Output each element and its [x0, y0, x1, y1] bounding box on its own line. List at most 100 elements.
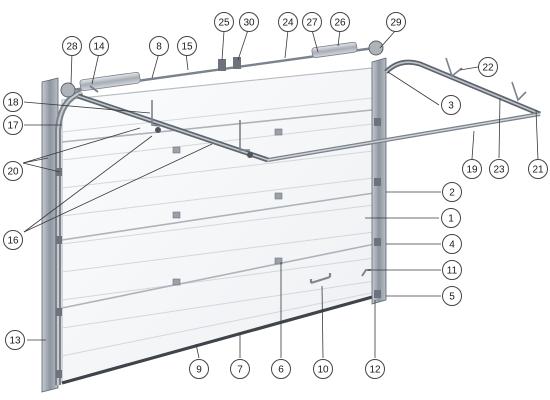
- callout-circle: [149, 36, 169, 56]
- callout-number: 5: [449, 292, 455, 303]
- callout-number: 20: [7, 167, 19, 178]
- callout-number: 7: [237, 365, 243, 376]
- callout-number: 11: [447, 266, 458, 277]
- callout-circle: [3, 92, 23, 112]
- callout-number: 10: [317, 365, 329, 376]
- callout-circle: [442, 182, 462, 202]
- callout-circle: [442, 286, 462, 306]
- callout-number: 3: [448, 101, 454, 112]
- track-hangers: [151, 57, 527, 151]
- callout-circle: [478, 57, 498, 77]
- callout-circle: [89, 36, 109, 56]
- callout-number: 14: [93, 42, 105, 53]
- cable-drum-right: [368, 40, 384, 56]
- callout-number: 29: [390, 18, 402, 29]
- callout-number: 13: [9, 336, 21, 347]
- callout-circle: [330, 12, 350, 32]
- callout-number: 22: [482, 63, 494, 74]
- callout-circle: [177, 36, 197, 56]
- callout-9: 9: [189, 359, 209, 379]
- callout-circle: [3, 161, 23, 181]
- top-rollers: [155, 127, 253, 158]
- callout-5: 5: [442, 286, 462, 306]
- callout-15: 15: [177, 36, 197, 56]
- callout-number: 19: [466, 165, 478, 176]
- callout-19: 19: [462, 159, 482, 179]
- callout-6: 6: [271, 359, 291, 379]
- callout-number: 26: [334, 18, 346, 29]
- callout-16: 16: [3, 230, 23, 250]
- callout-3: 3: [441, 95, 461, 115]
- center-bearing: [218, 57, 241, 71]
- callout-24: 24: [278, 12, 298, 32]
- callout-number: 21: [532, 165, 544, 176]
- callout-number: 9: [196, 365, 202, 376]
- callout-circle: [5, 330, 25, 350]
- callout-18: 18: [3, 92, 23, 112]
- callout-circle: [214, 12, 234, 32]
- callout-circle: [189, 359, 209, 379]
- callout-number: 28: [66, 42, 78, 53]
- callout-circle: [442, 260, 462, 280]
- callout-circle: [230, 359, 250, 379]
- spring-bracket: [89, 85, 99, 93]
- callout-number: 15: [181, 42, 193, 53]
- callout-14: 14: [89, 36, 109, 56]
- callout-circle: [3, 115, 23, 135]
- callout-circle: [302, 12, 322, 32]
- callout-circle: [239, 12, 259, 32]
- callout-13: 13: [5, 330, 25, 350]
- callout-10: 10: [313, 359, 333, 379]
- callout-number: 12: [369, 365, 381, 376]
- callout-number: 2: [449, 188, 455, 199]
- callout-circle: [62, 36, 82, 56]
- callout-8: 8: [149, 36, 169, 56]
- callout-2: 2: [442, 182, 462, 202]
- spring-shaft-assembly: [60, 40, 384, 98]
- callout-number: 8: [156, 42, 162, 53]
- torsion-spring-left: [79, 71, 141, 92]
- callout-25: 25: [214, 12, 234, 32]
- callout-29: 29: [386, 12, 406, 32]
- callout-number: 23: [493, 165, 505, 176]
- callout-number: 6: [278, 365, 284, 376]
- door-handle: [309, 273, 332, 285]
- callout-number: 1: [448, 214, 454, 225]
- callout-circle: [271, 359, 291, 379]
- section-joints: [61, 109, 376, 309]
- hinges: [172, 128, 283, 286]
- callout-17: 17: [3, 115, 23, 135]
- callout-number: 24: [282, 18, 294, 29]
- callout-1: 1: [441, 208, 461, 228]
- callout-27: 27: [302, 12, 322, 32]
- callout-number: 16: [7, 236, 19, 247]
- callout-circle: [278, 12, 298, 32]
- callout-circle: [386, 12, 406, 32]
- callout-circle: [3, 230, 23, 250]
- cable-drum-left: [60, 82, 76, 98]
- horizontal-tracks: [77, 59, 541, 163]
- callout-22: 22: [478, 57, 498, 77]
- callout-circle: [462, 159, 482, 179]
- callout-circle: [313, 359, 333, 379]
- callout-circle: [528, 159, 548, 179]
- callout-circle: [441, 208, 461, 228]
- callout-number: 17: [7, 121, 19, 132]
- callout-11: 11: [442, 260, 462, 280]
- callout-26: 26: [330, 12, 350, 32]
- callout-circle: [489, 159, 509, 179]
- bottom-seal: [61, 294, 377, 385]
- door-leaf: [61, 67, 377, 385]
- callout-7: 7: [230, 359, 250, 379]
- callout-circle: [442, 234, 462, 254]
- callout-23: 23: [489, 159, 509, 179]
- callout-30: 30: [239, 12, 259, 32]
- callout-21: 21: [528, 159, 548, 179]
- callout-number: 30: [243, 18, 255, 29]
- callout-20: 20: [3, 161, 23, 181]
- callout-circle: [365, 359, 385, 379]
- callout-4: 4: [442, 234, 462, 254]
- callout-circle: [441, 95, 461, 115]
